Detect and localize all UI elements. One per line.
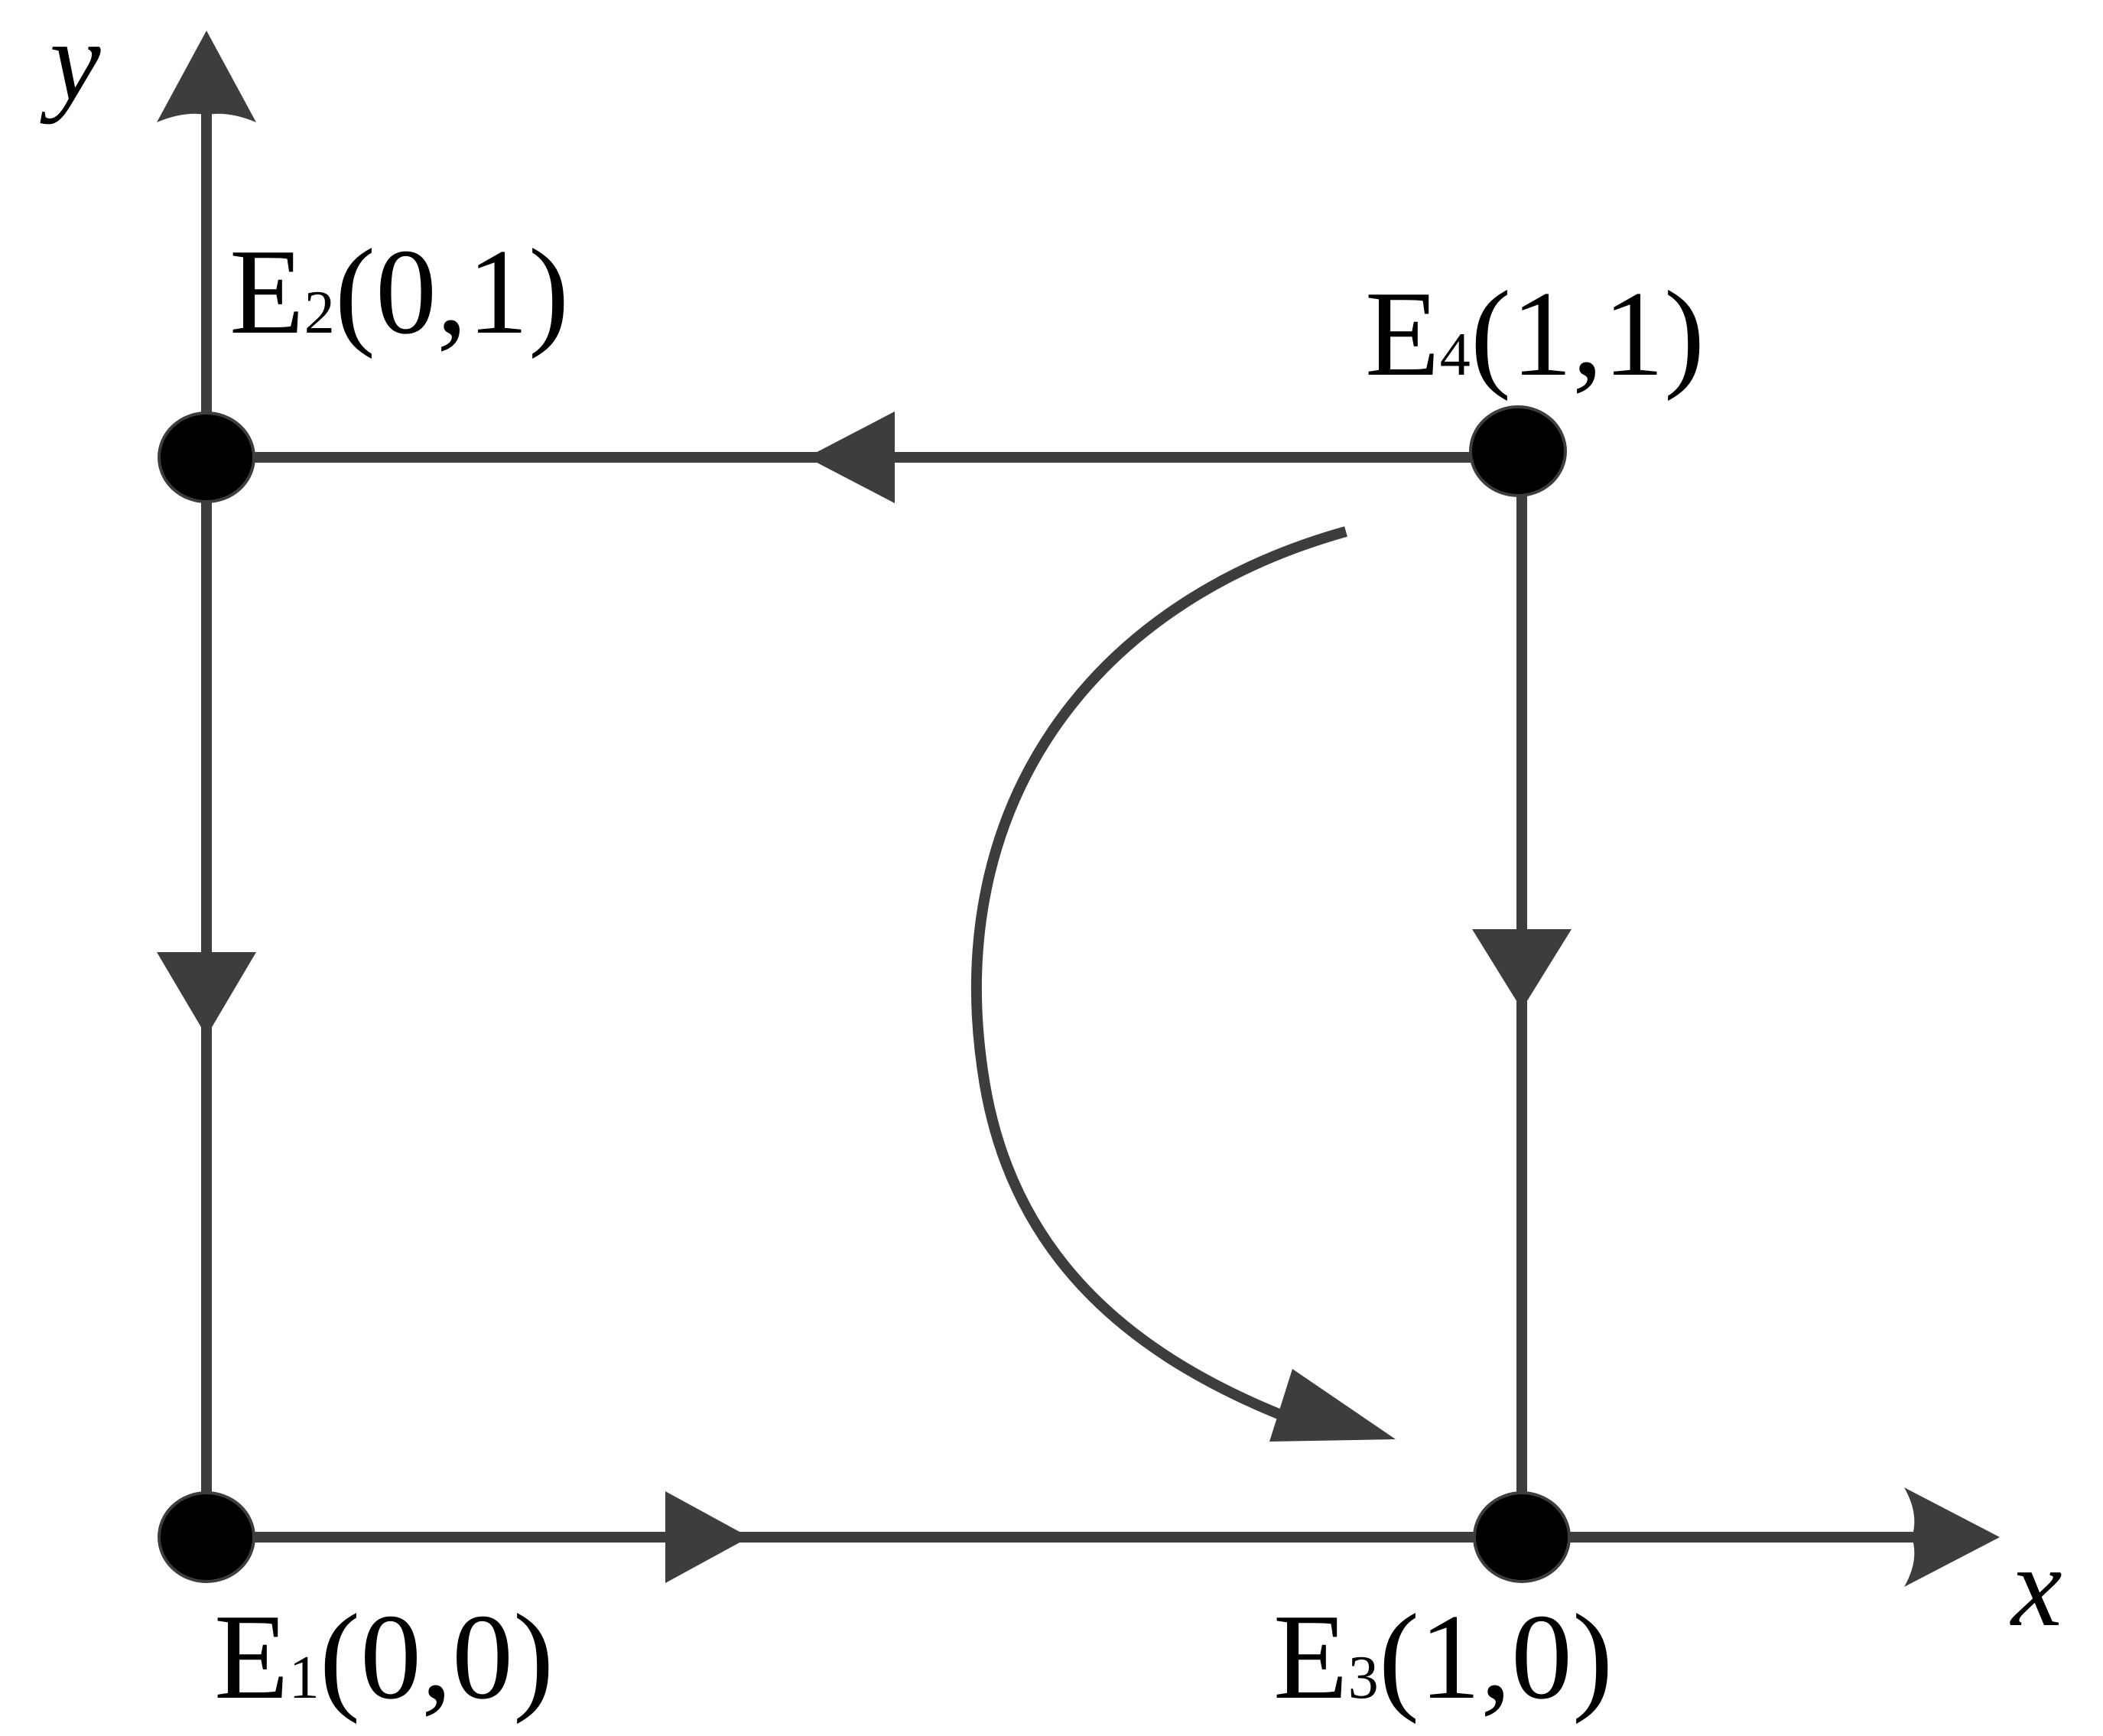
arrow-e4-e3 (1472, 929, 1572, 1009)
y-axis-arrowhead (157, 31, 256, 122)
label-e1: E1(0,0) (214, 1588, 554, 1725)
node-e1 (158, 1491, 255, 1583)
label-e4: E4(1,1) (1365, 265, 1705, 401)
arrow-e4-e2 (807, 411, 895, 503)
x-axis-label: x (2010, 1523, 2062, 1650)
label-e2: E2(0,1) (229, 223, 569, 359)
arrow-e1-e3 (665, 1491, 749, 1583)
x-axis-arrowhead (1904, 1487, 2000, 1587)
label-e3: E3(1,0) (1273, 1588, 1613, 1725)
curved-trajectory-arrowhead (1269, 1369, 1396, 1442)
y-axis-label: y (40, 0, 101, 125)
curved-trajectory (971, 526, 1347, 1428)
node-e2 (158, 411, 255, 503)
arrow-e2-e1 (157, 952, 256, 1036)
node-e3 (1473, 1491, 1571, 1583)
node-e4 (1469, 405, 1567, 497)
